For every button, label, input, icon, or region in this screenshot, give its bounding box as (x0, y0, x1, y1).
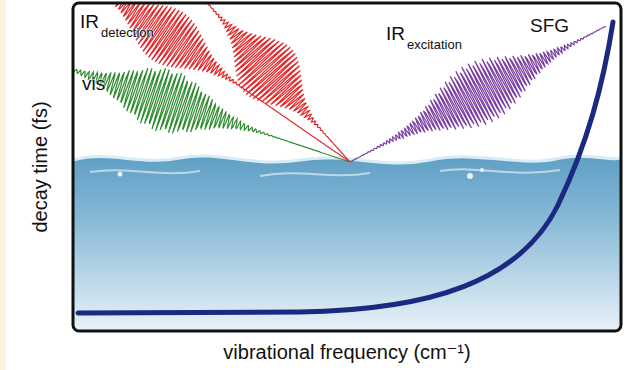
ripples (90, 169, 560, 176)
bubble (467, 173, 473, 179)
vis-pulse (73, 68, 349, 162)
decay-curve (78, 22, 613, 313)
bubble (118, 172, 123, 177)
axis-title: vibrational frequency (cm⁻¹) (223, 342, 470, 362)
beam-label: SFG (530, 16, 569, 35)
beam-label: vis (82, 74, 105, 93)
plot-frame (73, 3, 621, 331)
water (73, 156, 621, 331)
ir-excitation-pulse (200, 3, 350, 162)
beam-subscript: detection (101, 26, 154, 39)
beam-label: IR (386, 24, 405, 43)
beam-label: IR (80, 12, 99, 31)
axis-title: decay time (fs) (30, 101, 50, 232)
sfg-pulse (350, 26, 606, 162)
bubble (480, 168, 484, 172)
side-strip (0, 0, 6, 370)
beam-subscript: excitation (407, 38, 462, 51)
air (73, 3, 621, 331)
